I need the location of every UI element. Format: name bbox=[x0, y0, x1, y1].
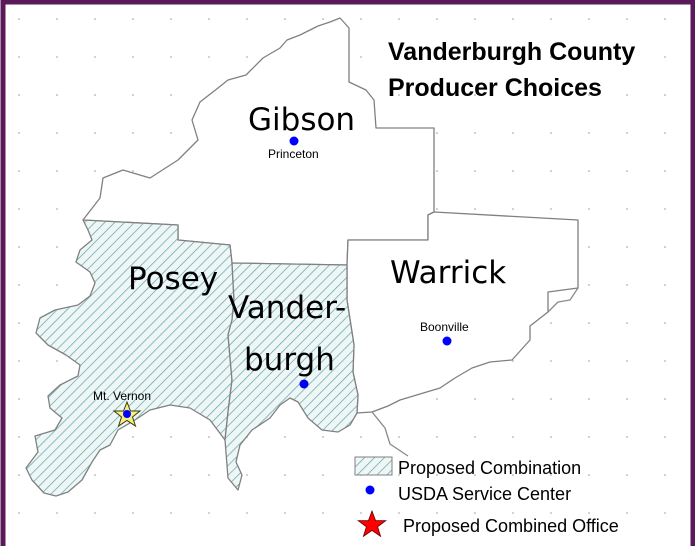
ohio-river bbox=[371, 287, 579, 457]
city-label-princeton: Princeton bbox=[268, 147, 319, 161]
legend-service-center-icon bbox=[365, 485, 375, 495]
gibson-county[interactable] bbox=[82, 17, 435, 266]
county-label-vanderburgh-2: burgh bbox=[244, 342, 335, 378]
county-label-vanderburgh-1: Vander- bbox=[228, 290, 346, 326]
legend-star-icon bbox=[357, 509, 387, 538]
legend-label-proposed-combined-office: Proposed Combined Office bbox=[403, 516, 619, 536]
legend-label-usda-service-center: USDA Service Center bbox=[398, 484, 571, 504]
legend: Proposed Combination USDA Service Center… bbox=[354, 456, 619, 538]
map-title-line1: Vanderburgh County bbox=[388, 38, 635, 66]
service-center-boonville-icon[interactable] bbox=[442, 336, 452, 346]
city-label-boonville: Boonville bbox=[420, 320, 469, 334]
vanderburgh-county[interactable] bbox=[224, 262, 359, 491]
county-label-gibson: Gibson bbox=[248, 102, 355, 138]
county-label-warrick: Warrick bbox=[390, 255, 506, 291]
city-label-mt-vernon: Mt. Vernon bbox=[93, 389, 151, 403]
service-center-mt-vernon-icon[interactable] bbox=[123, 410, 131, 418]
county-label-posey: Posey bbox=[128, 261, 218, 297]
legend-label-proposed-combination: Proposed Combination bbox=[398, 458, 581, 478]
map-title-line2: Producer Choices bbox=[388, 74, 602, 102]
service-center-princeton-icon[interactable] bbox=[289, 136, 299, 146]
service-center-evansville-icon[interactable] bbox=[299, 379, 309, 389]
legend-hatch-swatch bbox=[354, 456, 393, 476]
